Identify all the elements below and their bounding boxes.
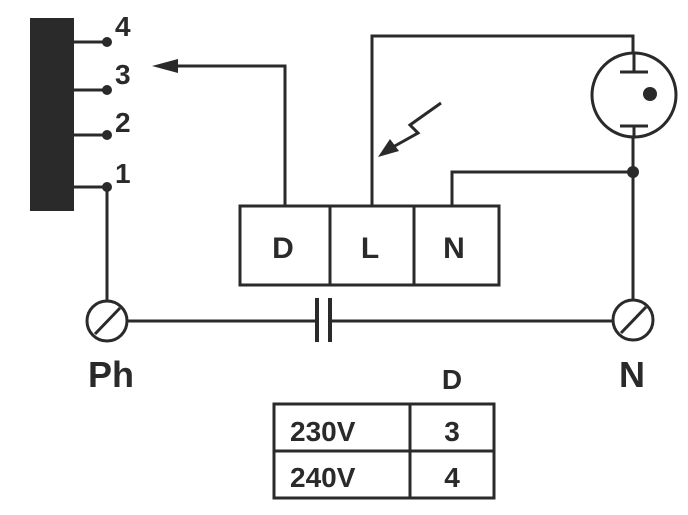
table-row-1-tap: 3	[444, 416, 460, 447]
phase-screw-terminal-icon	[85, 299, 129, 343]
tap-3-label: 3	[115, 59, 131, 90]
tap-table: D 230V 3 240V 4	[272, 364, 496, 500]
tap-3: 3	[74, 59, 131, 95]
arrow-head	[152, 59, 178, 73]
terminal-n-label: N	[443, 232, 465, 265]
terminal-d-label: D	[272, 232, 294, 265]
capacitor-icon	[315, 298, 332, 342]
tap-2-label: 2	[115, 107, 131, 138]
transformer-body	[30, 18, 74, 211]
tap-4: 4	[74, 11, 131, 47]
terminal-block: D L N	[238, 204, 501, 287]
wire-d-to-tap3	[152, 59, 287, 206]
table-header: D	[442, 364, 462, 395]
tap-1: 1	[74, 158, 131, 192]
tap-2: 2	[74, 107, 131, 140]
table-row-2-tap: 4	[444, 462, 460, 493]
lightning-spark-icon	[378, 101, 442, 157]
terminal-l-label: L	[361, 232, 379, 265]
junction-dot	[627, 166, 639, 178]
wire-n-to-junction	[450, 170, 633, 206]
tap-1-label: 1	[115, 158, 131, 189]
neutral-label: N	[619, 354, 645, 395]
table-row-1-voltage: 230V	[290, 416, 356, 447]
neutral-screw-terminal-icon	[611, 298, 655, 342]
indicator-lamp-icon	[590, 51, 678, 139]
wire-l-to-lamp	[370, 34, 635, 206]
phase-label: Ph	[88, 354, 134, 395]
tap-4-label: 4	[115, 11, 131, 42]
transformer: 4 3 2 1	[30, 11, 131, 211]
table-row-2-voltage: 240V	[290, 462, 356, 493]
